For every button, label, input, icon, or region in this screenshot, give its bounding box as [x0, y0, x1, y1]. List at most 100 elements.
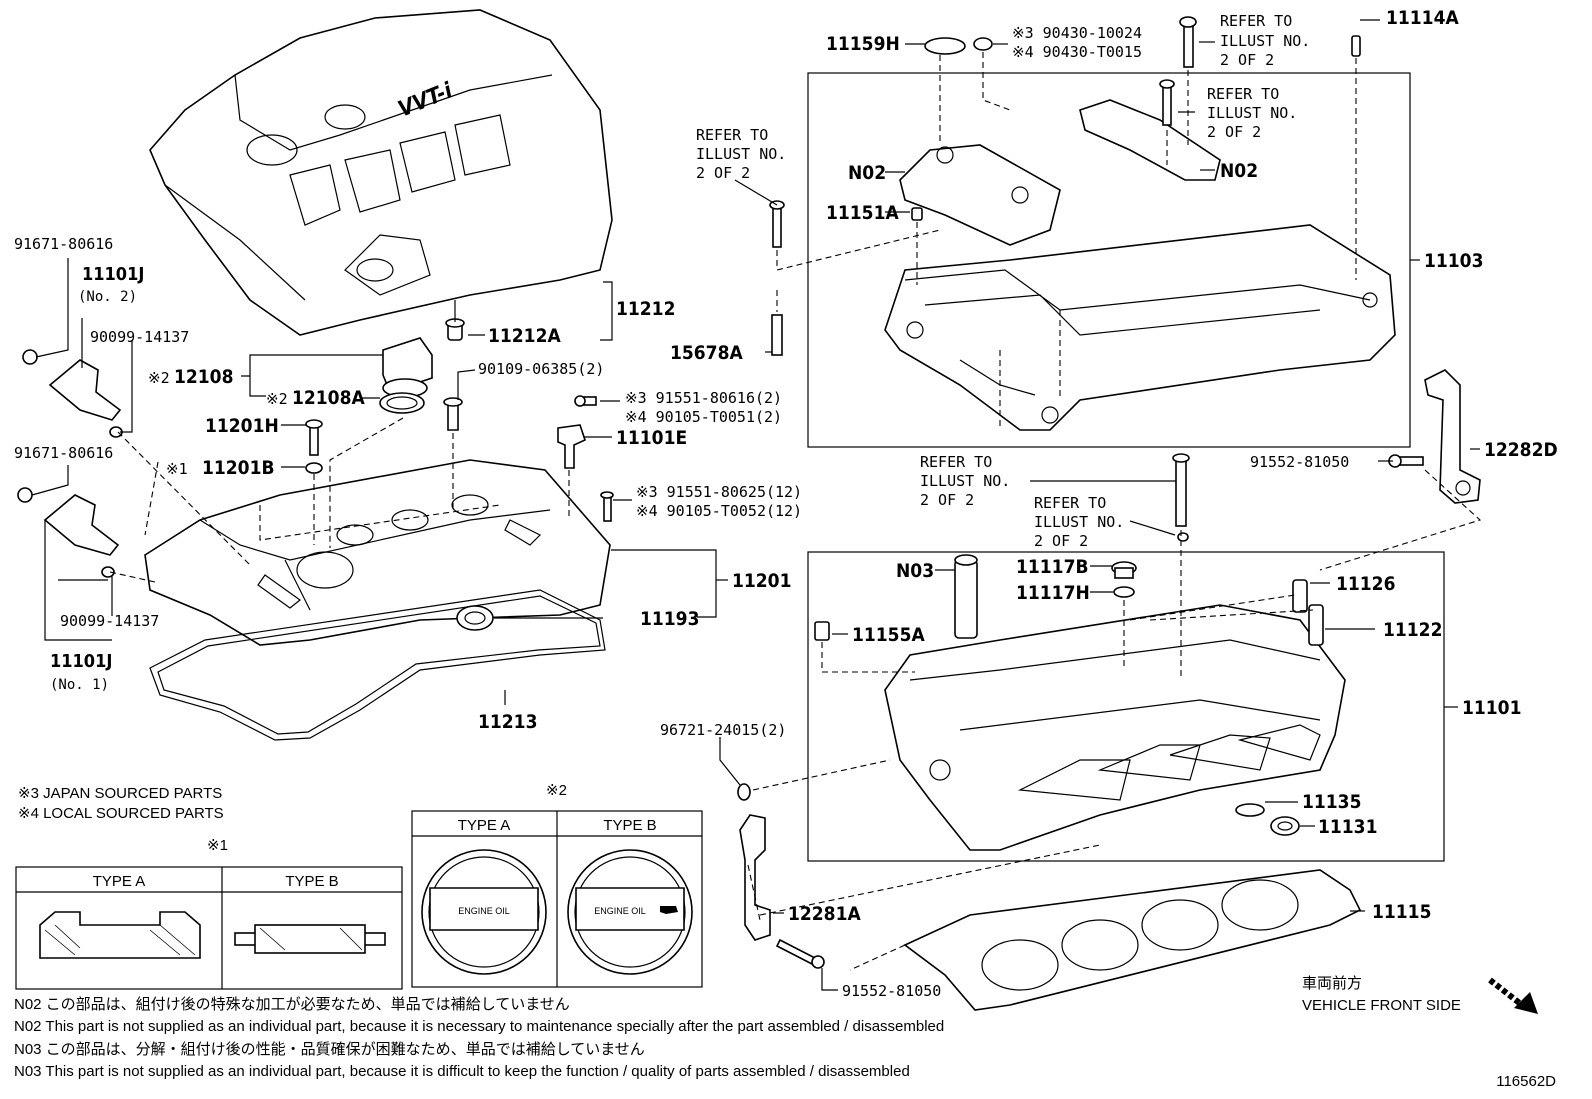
plug-90430[interactable] [973, 37, 993, 51]
stud-15678A[interactable] [771, 314, 783, 356]
plug-11117B[interactable] [1111, 561, 1137, 579]
seal-11131[interactable] [1270, 816, 1300, 836]
engine-hanger-12281A[interactable] [739, 814, 771, 941]
label-91671-80616-bottom: 91671-80616 [14, 444, 113, 462]
label-11201: 11201 [732, 570, 791, 592]
guide-11126[interactable] [1292, 579, 1308, 613]
label-11114A: 11114A [1386, 7, 1459, 29]
table-type-grommet: ※1 TYPE A TYPE B [15, 837, 403, 990]
table1-type-a: TYPE A [93, 873, 146, 890]
note-n03-en: N03 This part is not supplied as an indi… [14, 1063, 910, 1080]
refer-top-line2: ILLUST NO. [1220, 32, 1310, 50]
leader-lines [31, 19, 1480, 991]
label-90105-T0051: ※4 90105-T0051(2) [625, 408, 782, 426]
refer-top-line3: 2 OF 2 [1220, 51, 1274, 69]
label-11193: 11193 [640, 608, 699, 630]
bolt-11201H[interactable] [305, 419, 323, 456]
refer-left-line3: 2 OF 2 [696, 164, 750, 182]
washer-11117H[interactable] [1113, 586, 1135, 598]
bearing-cap-N02-left[interactable] [899, 144, 1061, 246]
label-90099-14137-bottom: 90099-14137 [60, 612, 159, 630]
pin-11114A[interactable] [1351, 35, 1361, 57]
part-labels: 91671-80616 11101J (No. 2) 90099-14137 9… [14, 7, 1558, 1000]
engine-cover-11212[interactable]: VVT-i [149, 9, 613, 336]
label-12108A: 12108A [292, 387, 365, 409]
cam-position-sensor-11101E[interactable] [557, 424, 586, 469]
front-en: VEHICLE FRONT SIDE [1302, 997, 1461, 1014]
bolt-91552-81050-bottom[interactable] [775, 938, 825, 969]
refer-mid-line1: REFER TO [1207, 85, 1279, 103]
table2-type-a: TYPE A [458, 817, 511, 834]
bolt-91552-81050-top[interactable] [1388, 454, 1424, 468]
legend-japan: ※3 JAPAN SOURCED PARTS [18, 785, 222, 802]
ring-96721-24015[interactable] [737, 783, 751, 801]
label-11117B: 11117B [1016, 556, 1089, 578]
stud-90109-06385[interactable] [443, 397, 463, 431]
bolt-refer-center[interactable] [1172, 453, 1190, 527]
label-11213: 11213 [478, 711, 537, 733]
label-11101J-no1: 11101J [50, 651, 112, 672]
oil-can-icon [660, 906, 678, 914]
label-90109-06385: 90109-06385(2) [478, 360, 604, 378]
label-11135: 11135 [1302, 791, 1361, 813]
label-91552-81050-bottom: 91552-81050 [842, 982, 941, 1000]
refer-top-line1: REFER TO [1220, 12, 1292, 30]
note-n03-jp: N03 この部品は、分解・組付け後の性能・品質確保が困難なため、単品では補給して… [14, 1040, 645, 1058]
grommet-11201B[interactable] [305, 462, 323, 474]
cylinder-head-11101[interactable] [884, 604, 1346, 851]
label-11201B-mark: ※1 [166, 460, 188, 478]
bearing-cap-N02-right[interactable] [1079, 99, 1221, 181]
pin-11155A[interactable] [814, 621, 830, 641]
label-12281A: 12281A [788, 903, 861, 925]
oil-filler-cap-12108[interactable] [379, 337, 433, 414]
seal-11193[interactable] [456, 605, 494, 631]
head-cover-gasket-11213[interactable] [149, 589, 606, 741]
label-90430-T0015: ※4 90430-T0015 [1012, 43, 1142, 61]
pin-refer-small[interactable] [1177, 532, 1189, 542]
oil-cap-type-b: ENGINE OIL [567, 849, 693, 975]
diagram-id: 116562D [1496, 1073, 1556, 1090]
label-91551-80616: ※3 91551-80616(2) [625, 389, 782, 407]
label-11212A: 11212A [488, 325, 561, 347]
label-11201B: 11201B [202, 457, 275, 479]
dowel-N03[interactable] [954, 554, 978, 639]
refer-left-line1: REFER TO [696, 126, 768, 144]
label-11201H: 11201H [205, 415, 279, 437]
label-11155A: 11155A [852, 624, 925, 646]
label-N02-left: N02 [848, 162, 886, 184]
note-n02-jp: N02 この部品は、組付け後の特殊な加工が必要なため、単品では補給していません [14, 996, 570, 1013]
camshaft-housing-11103[interactable] [884, 224, 1396, 431]
bolt-91551-80616[interactable] [574, 395, 597, 407]
plate-11159H[interactable] [924, 37, 966, 55]
refer-mid-line3: 2 OF 2 [1207, 123, 1261, 141]
seal-11135[interactable] [1235, 803, 1265, 817]
label-11101E: 11101E [616, 427, 687, 449]
legend-local: ※4 LOCAL SOURCED PARTS [18, 805, 224, 822]
label-11103: 11103 [1424, 250, 1483, 272]
bolt-refer-top[interactable] [1179, 16, 1197, 68]
table1-mark: ※1 [207, 837, 228, 854]
label-11212: 11212 [616, 298, 675, 320]
label-12108A-mark: ※2 [266, 390, 288, 408]
cylinder-head-cover-11201[interactable] [144, 459, 611, 646]
label-12108-mark: ※2 [148, 369, 170, 387]
refer-bolt2-line2: ILLUST NO. [1034, 513, 1124, 531]
guide-11122[interactable] [1308, 604, 1324, 646]
bolt-refer-mid[interactable] [1159, 79, 1175, 126]
bolt-refer-left[interactable] [769, 200, 785, 248]
oil-control-valve-11101J-no2[interactable] [22, 349, 123, 438]
refer-bolt-line3: 2 OF 2 [920, 491, 974, 509]
fastener-11212A[interactable] [445, 318, 465, 341]
oil-control-valve-11101J-no1[interactable] [17, 487, 120, 578]
bolt-91551-80625[interactable] [600, 491, 614, 522]
engine-hanger-12282D[interactable] [1424, 369, 1481, 504]
refer-mid-line2: ILLUST NO. [1207, 104, 1297, 122]
label-11101J-no1-sub: (No. 1) [50, 677, 109, 693]
grommet-type-a-section [39, 911, 201, 959]
pin-11151A[interactable] [911, 207, 923, 221]
label-91671-80616-top: 91671-80616 [14, 235, 113, 253]
label-11101J-no2: 11101J [82, 264, 144, 285]
head-gasket-11115[interactable] [903, 869, 1362, 1011]
grommet-type-b-section [234, 924, 386, 954]
label-11151A: 11151A [826, 202, 899, 224]
